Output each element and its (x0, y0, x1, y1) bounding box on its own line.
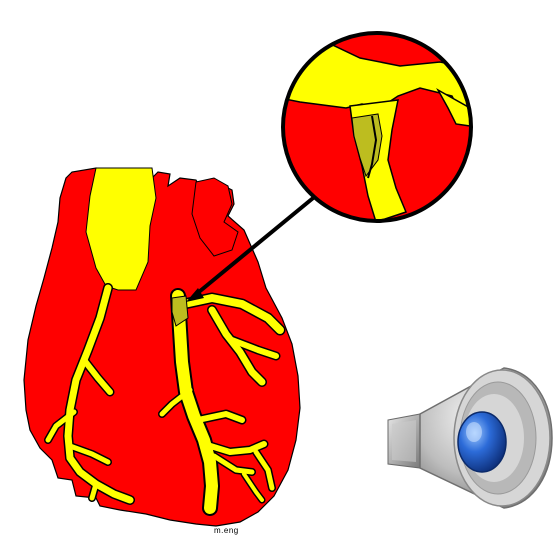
speaker-cone (458, 412, 506, 472)
heart-diagram (24, 168, 300, 526)
artist-signature: m.eng (214, 526, 239, 535)
speaker-icon[interactable] (384, 362, 554, 512)
